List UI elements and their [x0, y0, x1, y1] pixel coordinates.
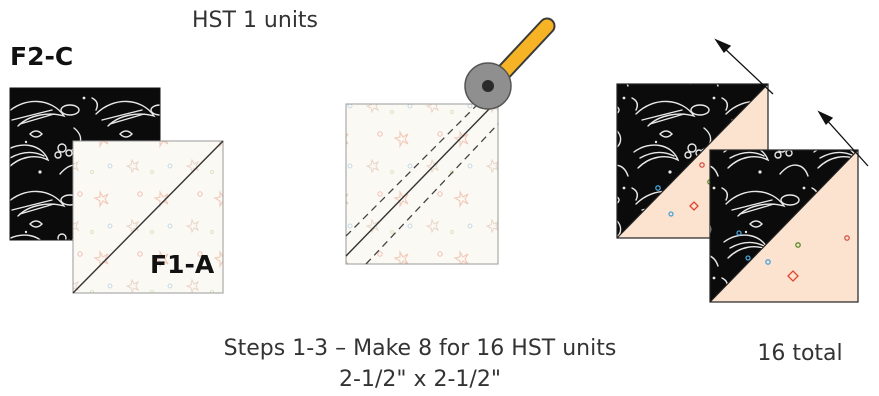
- stitched-square: [345, 103, 499, 265]
- dark-fabric-label: F2-C: [10, 42, 74, 71]
- light-fabric-label: F1-A: [150, 250, 215, 279]
- press-arrow-icon: [714, 38, 774, 95]
- rotary-cutter-icon: [464, 17, 556, 110]
- diagram-title: HST 1 units: [192, 8, 319, 33]
- light-fabric-square: [72, 140, 224, 294]
- cut-line: [345, 103, 495, 257]
- total-caption: 16 total: [757, 341, 843, 366]
- diagonal-line: [72, 140, 224, 294]
- steps-caption: Steps 1-3 – Make 8 for 16 HST units: [223, 336, 617, 361]
- hst-unit-front: [709, 149, 859, 303]
- unit-size-caption: 2-1/2" x 2-1/2": [339, 367, 501, 392]
- press-arrow-icon: [817, 110, 869, 167]
- seam-line-lower: [365, 123, 499, 265]
